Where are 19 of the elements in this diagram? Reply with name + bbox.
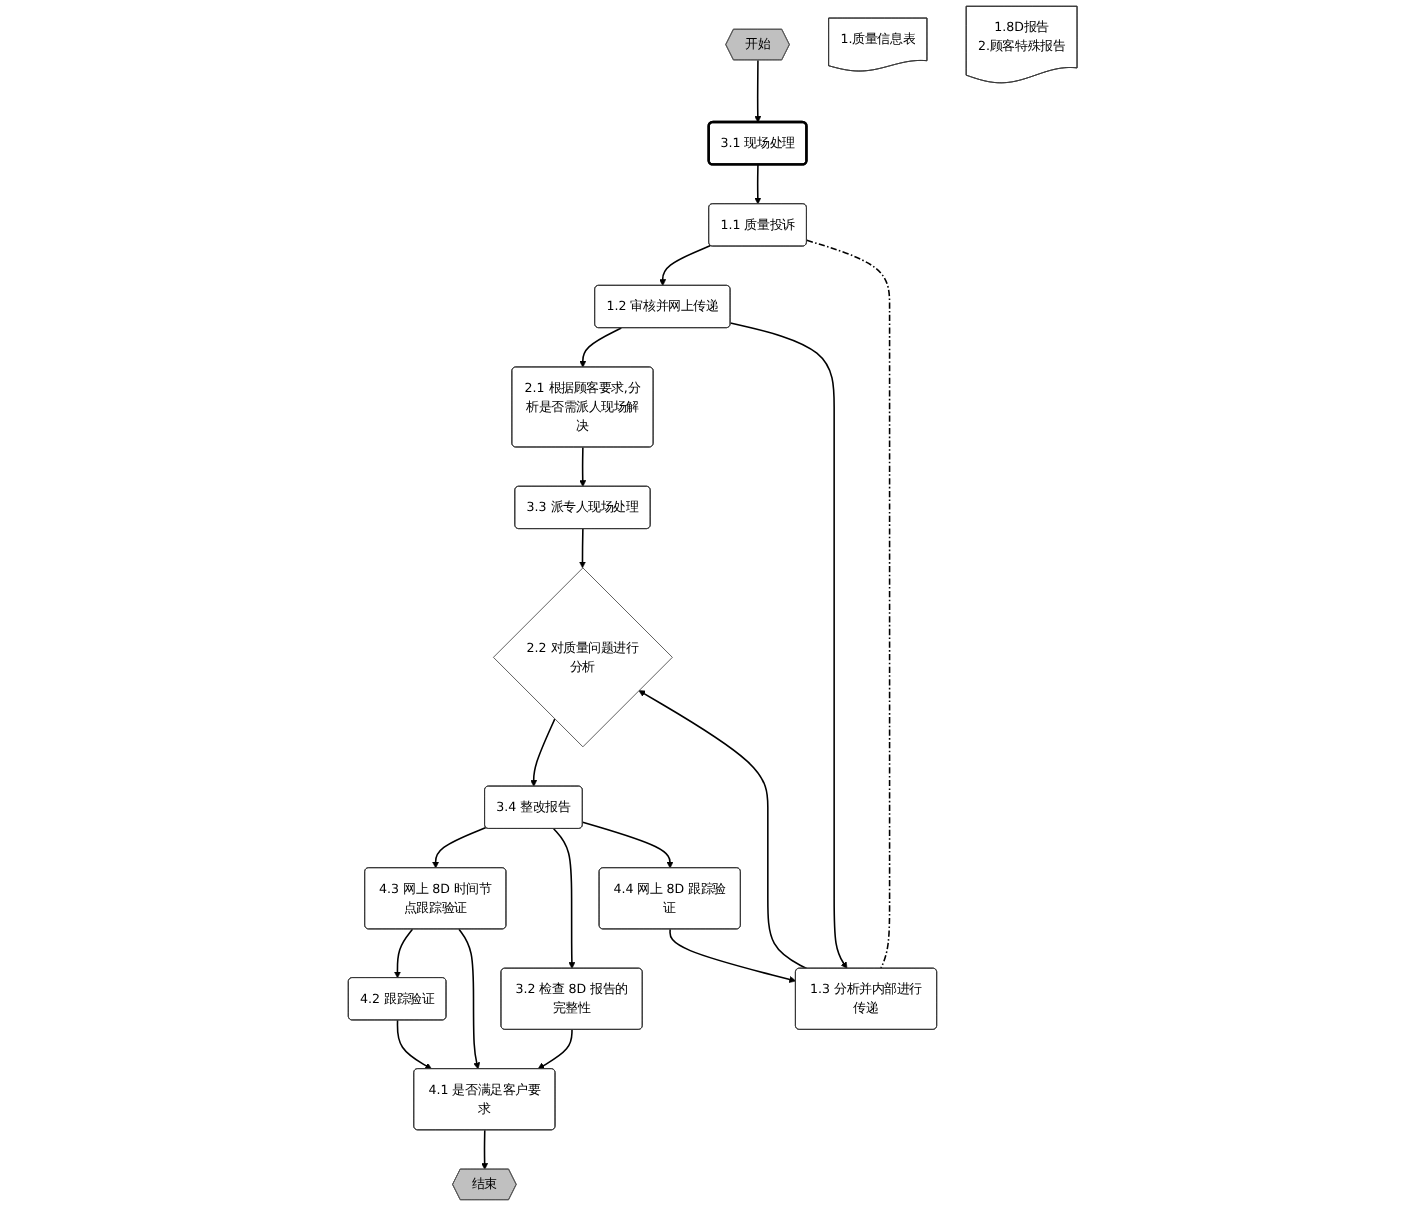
arrow [578,528,586,569]
arrow [753,164,761,205]
arrow [396,1019,432,1070]
arrow [578,446,586,487]
arrow [668,928,796,983]
arrow [480,1129,488,1170]
arrow [753,59,761,123]
connector [805,239,890,970]
arrow [729,322,847,969]
arrow [658,244,711,286]
arrow [637,690,807,970]
arrow [431,826,487,869]
arrow [536,1028,573,1070]
arrow [393,928,413,979]
arrow [529,718,555,787]
arrow [457,928,480,1070]
arrow [552,828,575,969]
arrow [581,821,673,869]
arrow [578,327,622,368]
